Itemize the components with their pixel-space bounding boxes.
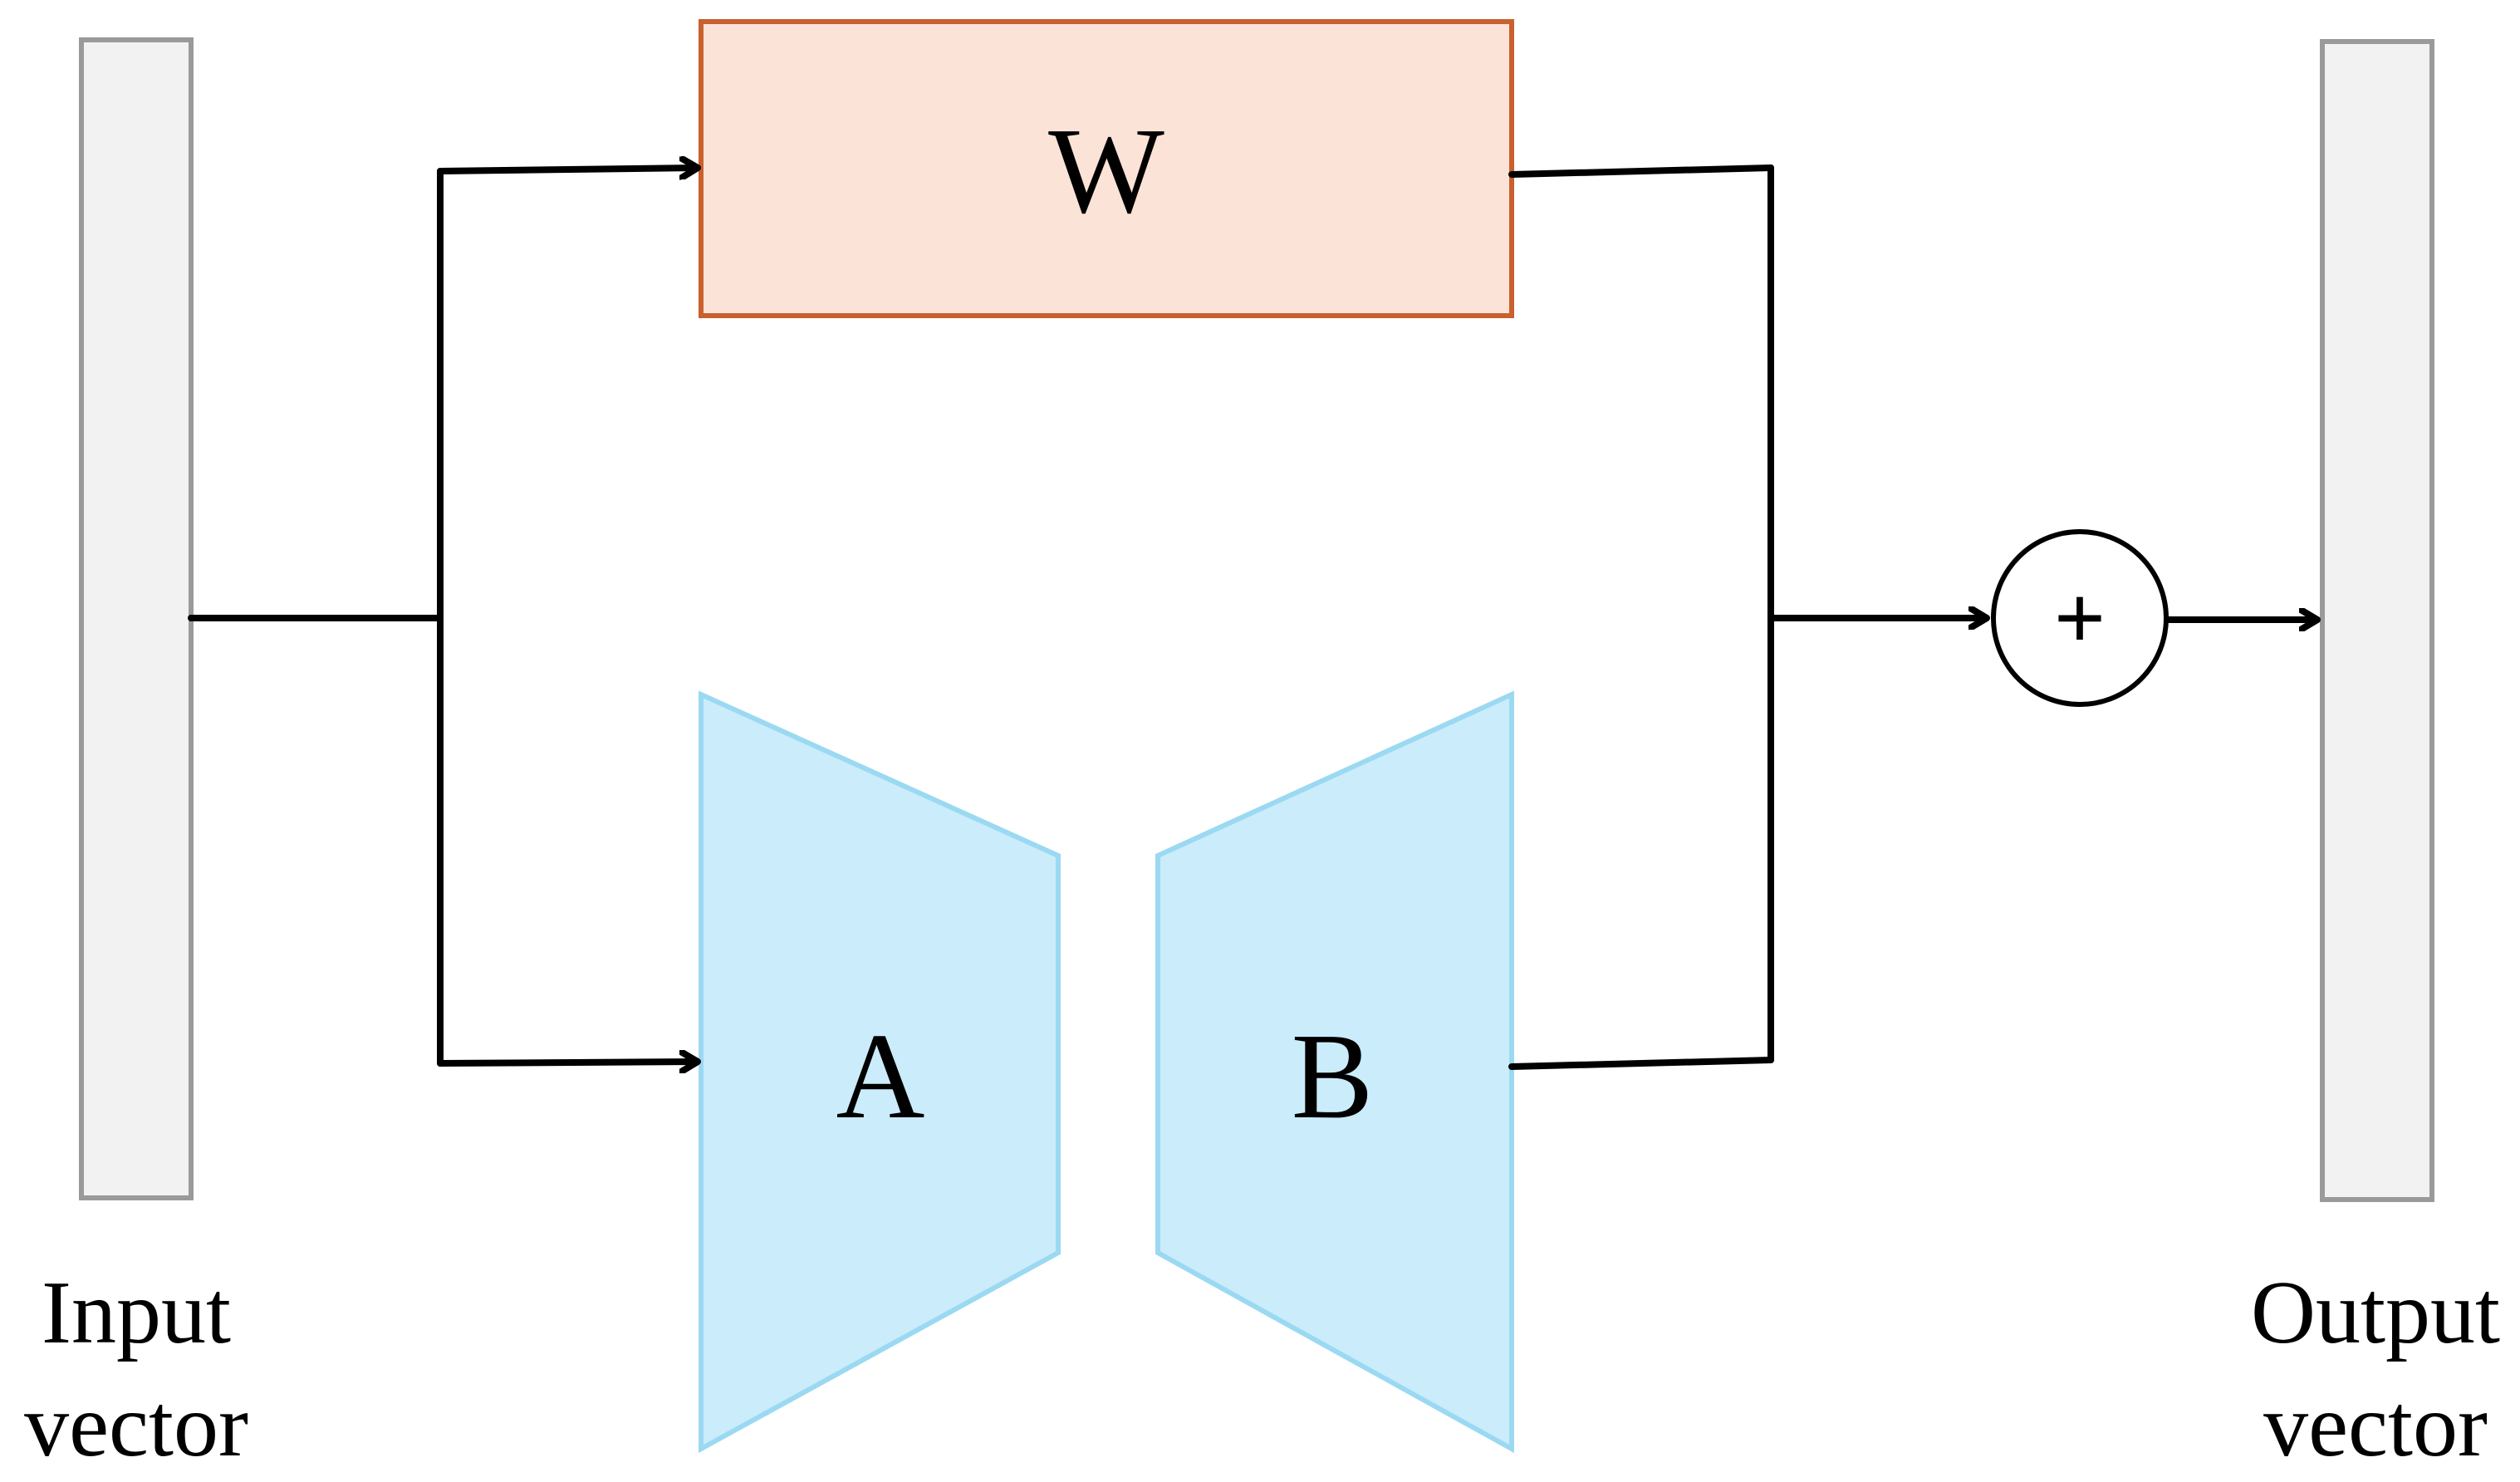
arrow-to-adapter-a [437,1062,701,1063]
adapter-b-label: B [1292,1008,1374,1145]
plus-icon: + [2054,567,2106,669]
output-vector-caption-line2: vector [2263,1376,2488,1475]
weight-output [1508,164,1774,178]
output-vector-caption-line1: Output [2251,1264,2500,1362]
adapter-b-output [1508,1057,1774,1070]
sum-circle [1991,529,2169,707]
adapter-b-block [1155,690,1514,1454]
weight-label: W [1048,103,1164,239]
output-vector-bar [2320,39,2434,1202]
input-vector-bar [79,37,194,1200]
input-vector-caption-line1: Input [42,1264,231,1362]
connectors [188,164,2321,1070]
adapter-a-label: A [836,1008,925,1145]
arrow-to-weight [437,168,701,171]
input-vector-caption-line2: vector [24,1376,248,1475]
adapter-a-block [699,690,1061,1454]
weight-block [699,19,1514,318]
sum-node: + [1991,529,2169,707]
